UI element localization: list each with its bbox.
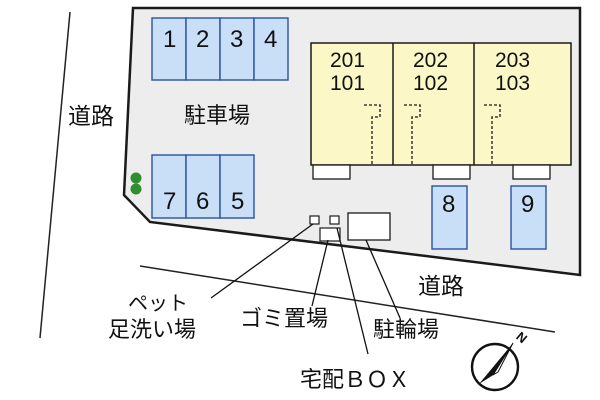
road-edge-bottom [139, 265, 556, 333]
north-arrow-icon [470, 342, 520, 392]
parking-number: 6 [196, 188, 210, 215]
unit-number-lower: 101 [330, 72, 366, 95]
parking-lot-label: 駐車場 [184, 104, 251, 129]
unit-number-upper: 201 [330, 49, 366, 72]
unit-number-upper: 203 [495, 49, 531, 72]
parking-number: 7 [163, 188, 177, 215]
entrance-step [512, 164, 551, 180]
parking-row-top [151, 17, 289, 81]
bicycle-parking-label: 駐輪場 [373, 318, 440, 343]
road-edge-left [39, 11, 71, 339]
staircase [364, 104, 501, 165]
tree-icon [130, 172, 142, 195]
parking-number: 2 [196, 26, 210, 53]
pet-wash-label-line1: ペット [128, 291, 188, 315]
garbage-area [319, 227, 341, 242]
parking-number: 1 [163, 26, 177, 53]
parking-space [185, 154, 221, 219]
unit-number-lower: 102 [413, 72, 449, 95]
parking-space [510, 185, 547, 250]
pet-wash-area [309, 215, 320, 225]
parking-number: 8 [442, 191, 456, 218]
parking-space [219, 154, 255, 219]
parking-row-bottom [151, 154, 255, 219]
parking-space [185, 17, 221, 81]
road-label-bottom: 道路 [418, 274, 464, 300]
parking-row-right [431, 185, 547, 250]
parking-space [151, 154, 187, 219]
parking-number: 5 [231, 188, 245, 215]
parking-number: 9 [521, 191, 535, 218]
parking-space [151, 17, 187, 81]
parking-space [219, 17, 255, 81]
pet-wash-label-line2: 足洗い場 [108, 318, 197, 343]
garbage-area-label: ゴミ置場 [240, 307, 329, 332]
delivery-box-label: 宅配ＢＯＸ [300, 368, 411, 393]
entrance-step [432, 164, 471, 180]
parking-number: 4 [264, 26, 278, 53]
parking-space [431, 185, 468, 250]
unit-number-upper: 202 [413, 49, 449, 72]
entrance-step [312, 164, 351, 180]
leader-lines [210, 223, 401, 355]
pet-wash-area [329, 215, 340, 225]
unit-number-lower: 103 [495, 72, 531, 95]
apartment-building [310, 42, 572, 166]
parking-space [253, 17, 289, 81]
bicycle-parking [347, 212, 391, 241]
road-label-left: 道路 [68, 104, 114, 130]
parking-number: 3 [230, 26, 244, 53]
